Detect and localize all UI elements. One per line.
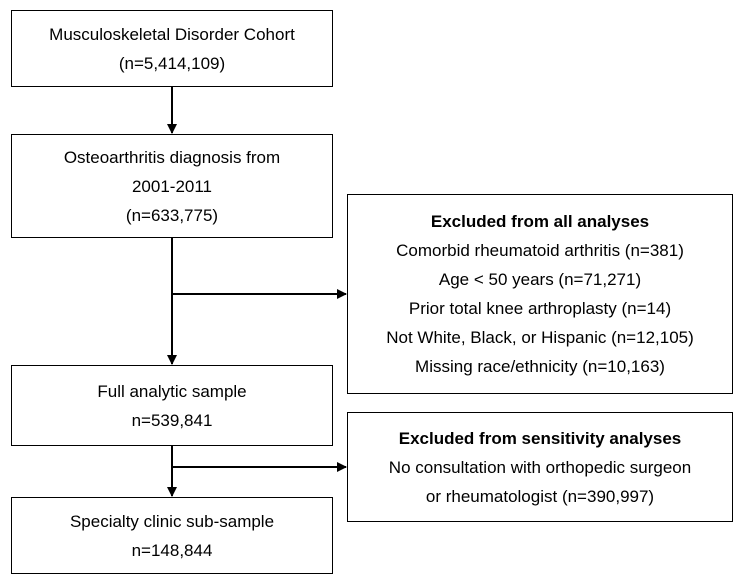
specialty-subsample-count: n=148,844 [131, 540, 213, 560]
osteoarthritis-title: Osteoarthritis diagnosis from [63, 147, 281, 167]
cohort-title: Musculoskeletal Disorder Cohort [49, 24, 295, 44]
osteoarthritis-count: (n=633,775) [125, 205, 219, 225]
excluded-all-item: Comorbid rheumatoid arthritis (n=381) [396, 241, 684, 260]
excluded-all-title: Excluded from all analyses [430, 212, 650, 231]
osteoarthritis-box: Osteoarthritis diagnosis from 2001-2011 … [11, 134, 333, 238]
cohort-box: Musculoskeletal Disorder Cohort (n=5,414… [11, 10, 333, 87]
osteoarthritis-years: 2001-2011 [131, 176, 213, 196]
full-sample-box: Full analytic sample n=539,841 [11, 365, 333, 446]
excluded-sensitivity-title: Excluded from sensitivity analyses [398, 428, 682, 448]
full-sample-count: n=539,841 [131, 410, 213, 430]
specialty-subsample-box: Specialty clinic sub-sample n=148,844 [11, 497, 333, 574]
cohort-count: (n=5,414,109) [118, 53, 226, 73]
excluded-all-box: Excluded from all analyses Comorbid rheu… [347, 194, 733, 394]
excluded-all-item: Not White, Black, or Hispanic (n=12,105) [386, 328, 694, 347]
excluded-sensitivity-box: Excluded from sensitivity analyses No co… [347, 412, 733, 522]
excluded-sensitivity-item: or rheumatologist (n=390,997) [425, 486, 655, 506]
excluded-all-item: Age < 50 years (n=71,271) [438, 270, 642, 289]
excluded-all-item: Prior total knee arthroplasty (n=14) [408, 299, 672, 318]
specialty-subsample-title: Specialty clinic sub-sample [69, 511, 275, 531]
full-sample-title: Full analytic sample [97, 381, 247, 401]
excluded-all-item: Missing race/ethnicity (n=10,163) [415, 357, 665, 376]
excluded-sensitivity-item: No consultation with orthopedic surgeon [388, 457, 692, 477]
